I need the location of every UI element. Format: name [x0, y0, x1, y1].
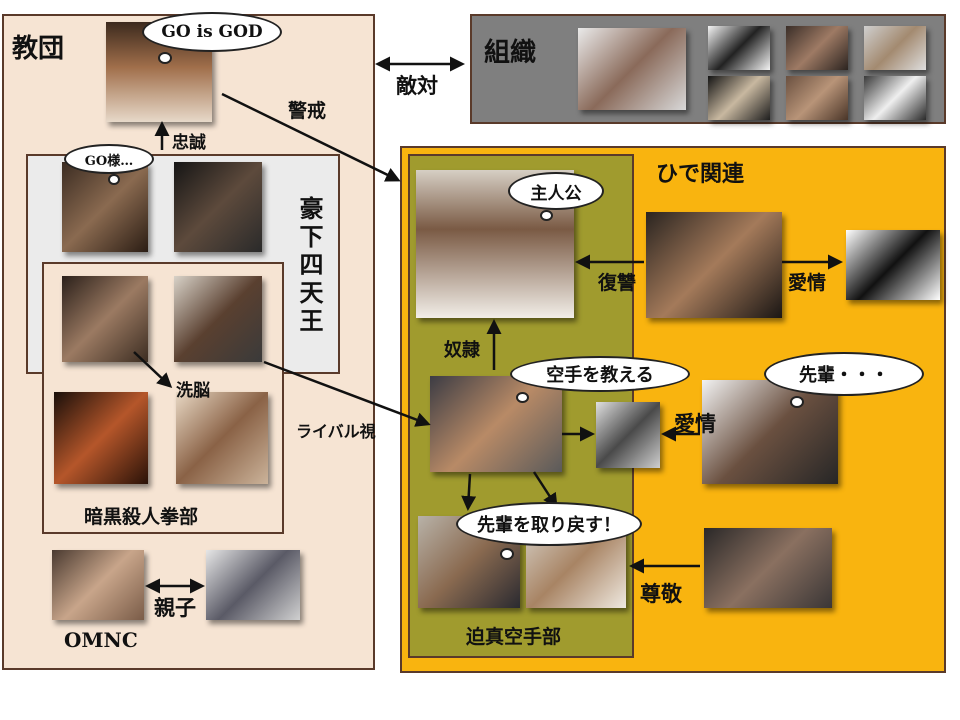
go-sama-bubble: GO様… [64, 144, 154, 174]
hakushin-label: 迫真空手部 [466, 626, 562, 648]
ankoku-photo-1 [62, 276, 148, 362]
hide-label: ひで関連 [656, 161, 745, 187]
hide-photo [646, 212, 782, 318]
go-is-god-tail [158, 52, 172, 64]
soshiki-photo-6 [864, 76, 926, 120]
ankoku-photo-3 [54, 392, 148, 484]
goka-label: 豪下四天王 [295, 196, 324, 336]
group-photo [704, 528, 832, 608]
aijo-right-label: 愛情 [788, 272, 827, 294]
ankoku-photo-4 [176, 392, 268, 484]
kyodan-label: 教団 [12, 34, 65, 64]
soshiki-photo-5 [786, 76, 848, 120]
fukushu-label: 復讐 [598, 272, 637, 294]
karate-bubble: 空手を教える [510, 356, 690, 392]
go-sama-tail [108, 174, 120, 185]
child-photo [206, 550, 300, 620]
tekitai-label: 敵対 [396, 73, 438, 98]
senpai-bubble: 先輩・・・ [764, 352, 924, 396]
senpai-talk-photo [702, 380, 838, 484]
soshiki-photo-main [578, 28, 686, 110]
member-photo-1 [62, 162, 148, 252]
torimodosu-tail [500, 548, 514, 560]
member-photo-2 [174, 162, 262, 252]
soshiki-photo-3 [864, 26, 926, 70]
dorei-label: 奴隷 [444, 340, 480, 361]
oyako-label: 親子 [154, 595, 196, 620]
soshiki-label: 組織 [484, 38, 537, 68]
kouhai-photo [596, 402, 660, 468]
omnc-photo [52, 550, 144, 620]
rival-label: ライバル視 [296, 422, 376, 441]
senpai-photo [430, 376, 562, 472]
ankoku-photo-2 [174, 276, 262, 362]
soshiki-photo-4 [708, 76, 770, 120]
omnc-label: OMNC [64, 628, 138, 652]
love-photo [846, 230, 940, 300]
ankoku-label: 暗黒殺人拳部 [84, 506, 199, 528]
senpai-tail [790, 396, 804, 408]
karate-tail [516, 392, 529, 403]
torimodosu-bubble: 先輩を取り戻す！ [456, 502, 642, 546]
keikai-label: 警戒 [288, 100, 327, 122]
soshiki-photo-2 [786, 26, 848, 70]
soshiki-photo-1 [708, 26, 770, 70]
aijo-center-label: 愛情 [674, 411, 716, 436]
chusei-label: 忠誠 [172, 133, 206, 153]
shujinko-bubble: 主人公 [508, 172, 604, 210]
sennou-label: 洗脳 [176, 381, 210, 401]
sonkei-label: 尊敬 [640, 581, 682, 606]
go-is-god-bubble: GO is GOD [142, 12, 282, 52]
shujinko-tail [540, 210, 553, 221]
